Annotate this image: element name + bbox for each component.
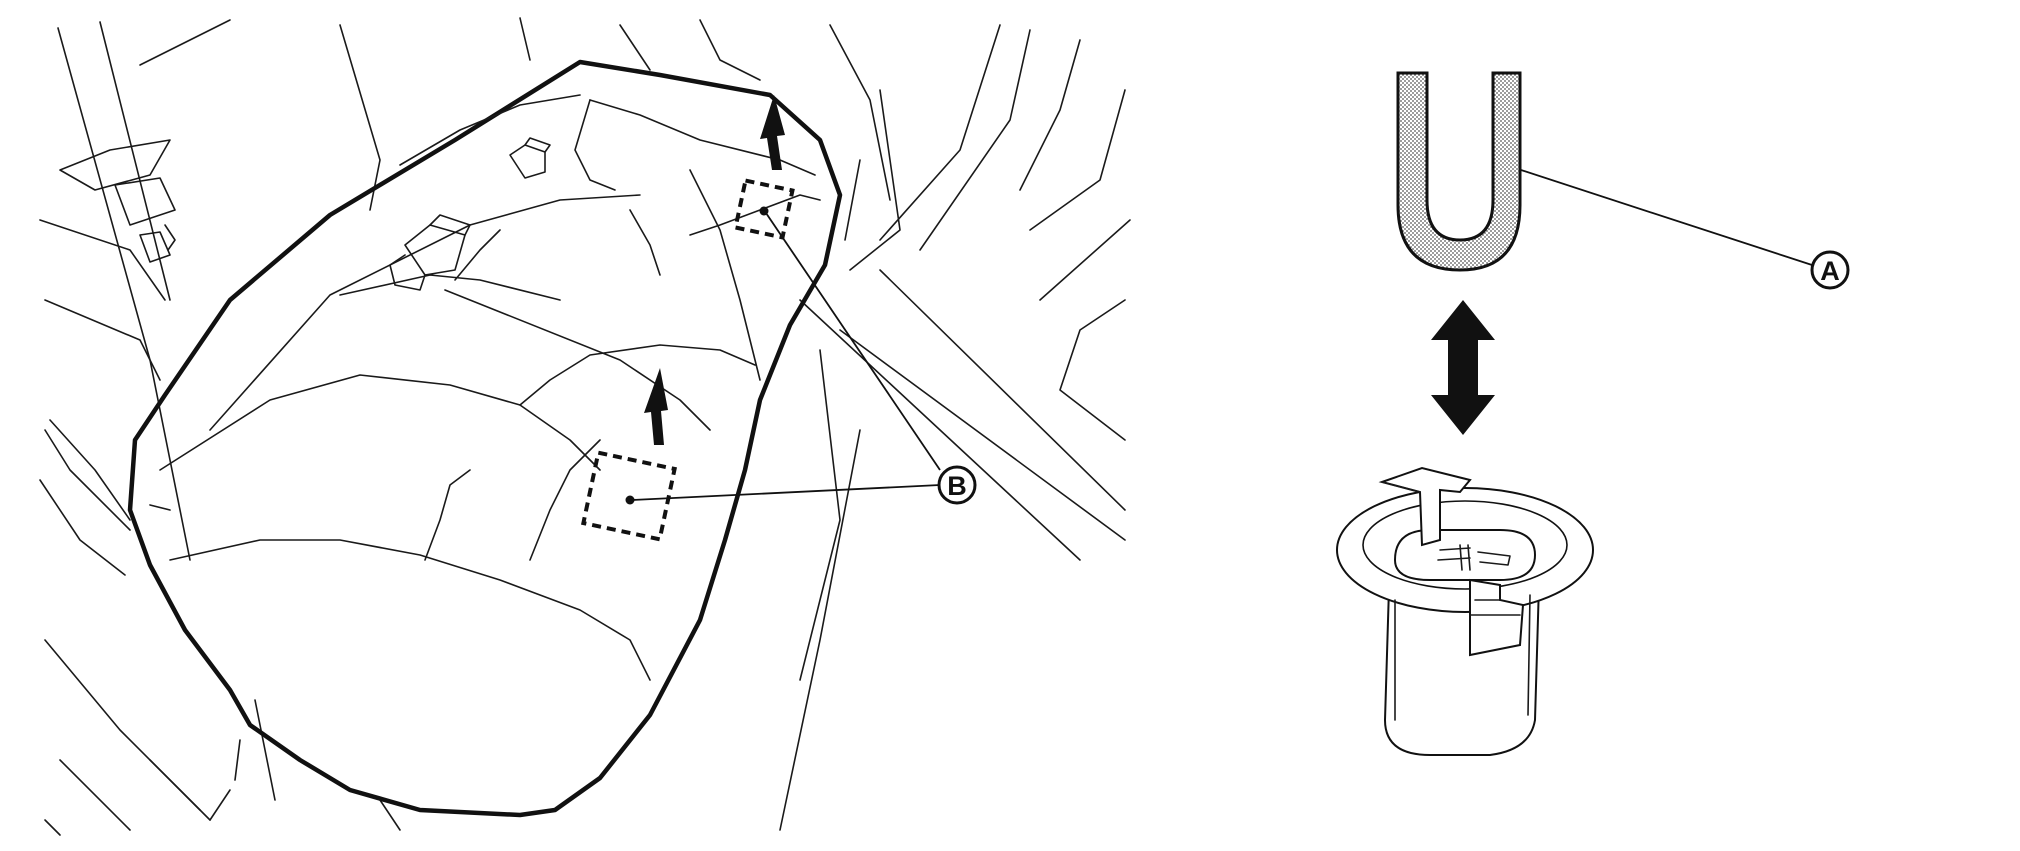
rear-seat-illustration: B	[39, 17, 1131, 836]
seat-cushion-details	[149, 94, 821, 681]
clip-location-upper	[733, 178, 795, 240]
callout-b-label: B	[947, 471, 967, 501]
seat-cushion-outline	[127, 59, 843, 818]
clip-location-lower	[580, 450, 678, 542]
clip-pawl-u-shape	[1396, 71, 1522, 272]
callout-a: A	[1810, 250, 1850, 290]
leader-line-b-lower	[631, 484, 941, 501]
lift-arrow-lower	[644, 368, 668, 445]
seat-belt-buckle-left	[59, 139, 176, 263]
vehicle-interior-background	[39, 17, 1131, 836]
leader-line-b-upper	[765, 212, 941, 471]
clip-detail-illustration: A	[1336, 71, 1850, 756]
leader-line-a	[1520, 169, 1813, 266]
callout-b: B	[937, 465, 977, 505]
center-seat-buckle	[389, 137, 551, 291]
clip-center-lower	[625, 495, 635, 505]
clip-grommet-base	[1336, 466, 1594, 756]
callout-a-label: A	[1820, 256, 1840, 286]
engage-double-arrow	[1431, 300, 1495, 435]
lift-arrow-upper	[760, 95, 785, 170]
